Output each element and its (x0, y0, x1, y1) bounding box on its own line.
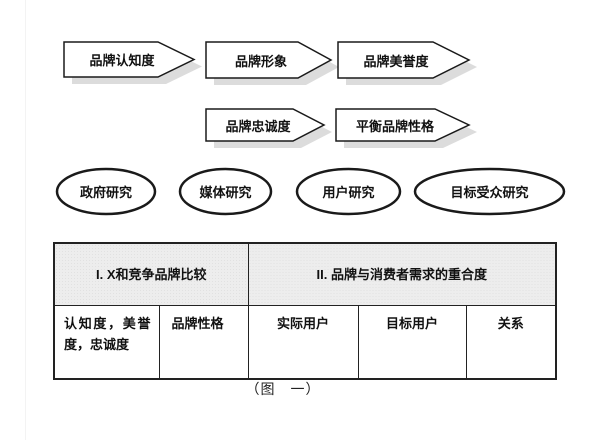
flow-step-brand-reputation: 品牌美誉度 (337, 41, 477, 85)
research-label: 政府研究 (79, 185, 132, 200)
ellipse-icon (55, 167, 157, 216)
ellipse-icon (295, 167, 402, 216)
pentagon-arrow-icon (337, 41, 477, 85)
flow-step-label: 品牌认知度 (89, 53, 155, 68)
research-ellipse-target-audience: 目标受众研究 (413, 167, 566, 216)
flow-step-balanced-brand-personality: 平衡品牌性格 (335, 108, 477, 148)
flow-step-label: 品牌忠诚度 (225, 118, 291, 134)
ellipse-icon (178, 167, 273, 216)
table-header-row: I. X和竞争品牌比较 II. 品牌与消费者需求的重合度 (53, 242, 557, 306)
research-ellipse-government: 政府研究 (55, 167, 157, 216)
ellipse-icon (413, 167, 566, 216)
flow-step-brand-loyalty: 品牌忠诚度 (205, 108, 332, 148)
flow-step-label: 平衡品牌性格 (355, 118, 434, 134)
figure-caption: （图 一） (245, 381, 321, 397)
research-ellipse-media: 媒体研究 (178, 167, 273, 216)
table-cell-target-users: 目标用户 (357, 305, 467, 380)
page-fold-line (25, 0, 26, 440)
pentagon-arrow-icon (205, 41, 339, 85)
flow-step-label: 品牌美誉度 (363, 53, 429, 69)
table-cell-awareness-reputation-loyalty: 认知度，美誉度，忠诚度 (53, 305, 160, 380)
table-cell-brand-personality: 品牌性格 (158, 305, 249, 380)
comparison-table: I. X和竞争品牌比较 II. 品牌与消费者需求的重合度 认知度，美誉度，忠诚度… (53, 242, 558, 380)
research-ellipse-user: 用户研究 (295, 167, 402, 216)
flow-step-label: 品牌形象 (234, 53, 287, 69)
research-label: 用户研究 (322, 185, 375, 200)
table-header-consumer-need-overlap: II. 品牌与消费者需求的重合度 (247, 242, 557, 306)
table-cell-actual-users: 实际用户 (247, 305, 359, 380)
table-cell-relationship: 关系 (465, 305, 557, 380)
table-body-row: 认知度，美誉度，忠诚度 品牌性格 实际用户 目标用户 关系 (53, 305, 557, 380)
research-label: 媒体研究 (199, 185, 252, 200)
flow-step-brand-image: 品牌形象 (205, 41, 339, 85)
flow-step-brand-awareness: 品牌认知度 (63, 41, 202, 84)
pentagon-arrow-icon (335, 108, 477, 148)
table-header-competitive-comparison: I. X和竞争品牌比较 (53, 242, 249, 306)
pentagon-arrow-icon (205, 108, 332, 148)
research-label: 目标受众研究 (450, 185, 529, 200)
pentagon-arrow-icon (63, 41, 202, 84)
